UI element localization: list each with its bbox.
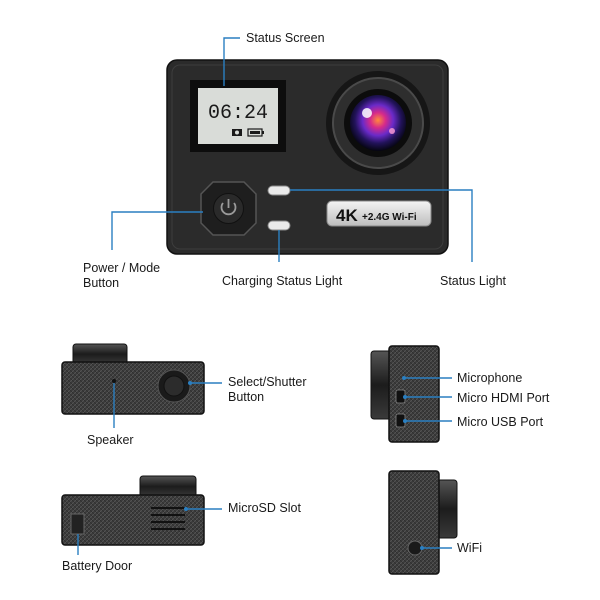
- camera-top-view: [61, 343, 205, 415]
- callout-status-light: [290, 189, 473, 262]
- label-select-shutter-button: Select/Shutter Button: [228, 375, 307, 404]
- select-shutter-button: [157, 369, 191, 403]
- badge-big-text: 4K: [336, 206, 358, 225]
- camera-side-view-wifi: [388, 470, 458, 575]
- status-screen: 06:24: [190, 80, 286, 152]
- power-mode-button: [200, 181, 257, 236]
- badge-small-text: +2.4G Wi-Fi: [362, 212, 417, 223]
- callout-status-screen: [223, 37, 240, 86]
- label-status-light: Status Light: [440, 274, 507, 288]
- wifi-button: [407, 540, 423, 556]
- speaker-hole: [112, 379, 116, 383]
- label-wifi: WiFi: [457, 541, 482, 555]
- camera-icon: [232, 129, 242, 136]
- camera-bottom-view: [61, 475, 205, 546]
- label-power-mode-button: Power / Mode Button: [83, 261, 161, 290]
- screen-time: 06:24: [208, 102, 268, 125]
- label-microphone: Microphone: [457, 371, 523, 385]
- power-icon: [220, 199, 237, 216]
- camera-front-view: 06:24: [166, 59, 449, 255]
- label-speaker: Speaker: [87, 433, 134, 447]
- label-charging-status-light: Charging Status Light: [222, 274, 343, 288]
- callout-power-mode: [111, 211, 203, 250]
- spec-badge: 4K +2.4G Wi-Fi: [326, 200, 432, 227]
- camera-side-view-ports: [370, 345, 440, 443]
- charging-status-light: [267, 220, 291, 231]
- callout-dots: [184, 376, 424, 550]
- label-micro-usb-port: Micro USB Port: [457, 415, 544, 429]
- battery-icon: [247, 128, 264, 137]
- microsd-slot-vents: [151, 507, 185, 530]
- callout-lines: [77, 37, 473, 555]
- label-battery-door: Battery Door: [62, 559, 133, 573]
- label-status-screen: Status Screen: [246, 31, 325, 45]
- lens: [326, 71, 430, 175]
- battery-door: [70, 513, 85, 535]
- label-microsd-slot: MicroSD Slot: [228, 501, 301, 515]
- label-micro-hdmi-port: Micro HDMI Port: [457, 391, 550, 405]
- status-light: [267, 185, 291, 196]
